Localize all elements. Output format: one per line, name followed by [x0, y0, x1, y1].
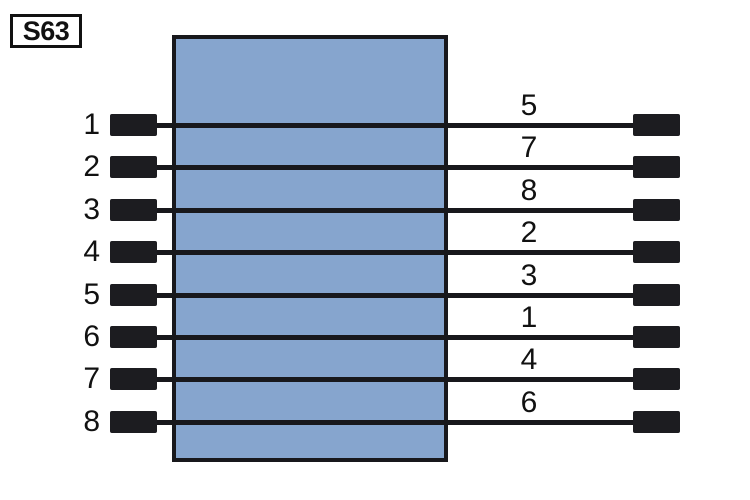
- pin-label-right: 4: [520, 343, 538, 376]
- wire: [134, 250, 656, 255]
- terminal-left: [110, 156, 157, 178]
- terminal-left: [110, 199, 157, 221]
- component-tag-s63: S63: [10, 14, 82, 48]
- terminal-right: [633, 368, 680, 390]
- pin-label-right: 7: [520, 131, 538, 164]
- pin-label-left: 1: [83, 108, 100, 141]
- terminal-right: [633, 156, 680, 178]
- wire: [134, 420, 656, 425]
- terminal-right: [633, 411, 680, 433]
- terminal-left: [110, 368, 157, 390]
- terminal-left: [110, 411, 157, 433]
- pin-label-right: 5: [520, 89, 538, 122]
- terminal-right: [633, 284, 680, 306]
- pin-label-left: 8: [83, 405, 100, 438]
- wire: [134, 377, 656, 382]
- terminal-right: [633, 114, 680, 136]
- wire: [134, 123, 656, 128]
- terminal-right: [633, 199, 680, 221]
- pin-label-left: 4: [83, 235, 100, 268]
- pin-label-left: 7: [83, 362, 100, 395]
- pin-label-left: 2: [83, 150, 100, 183]
- pin-label-left: 6: [83, 320, 100, 353]
- terminal-right: [633, 241, 680, 263]
- component-tag-label: S63: [22, 15, 70, 46]
- pin-label-right: 3: [520, 259, 538, 292]
- pin-label-right: 2: [520, 216, 538, 249]
- wire: [134, 293, 656, 298]
- terminal-right: [633, 326, 680, 348]
- pin-label-left: 3: [83, 193, 100, 226]
- pin-label-right: 8: [520, 174, 538, 207]
- terminal-left: [110, 114, 157, 136]
- pin-label-left: 5: [83, 278, 100, 311]
- terminal-left: [110, 326, 157, 348]
- terminal-left: [110, 284, 157, 306]
- wire: [134, 165, 656, 170]
- terminal-left: [110, 241, 157, 263]
- wire: [134, 208, 656, 213]
- wire: [134, 335, 656, 340]
- pin-label-right: 1: [520, 301, 538, 334]
- connector-body: [172, 35, 448, 462]
- pin-label-right: 6: [520, 386, 538, 419]
